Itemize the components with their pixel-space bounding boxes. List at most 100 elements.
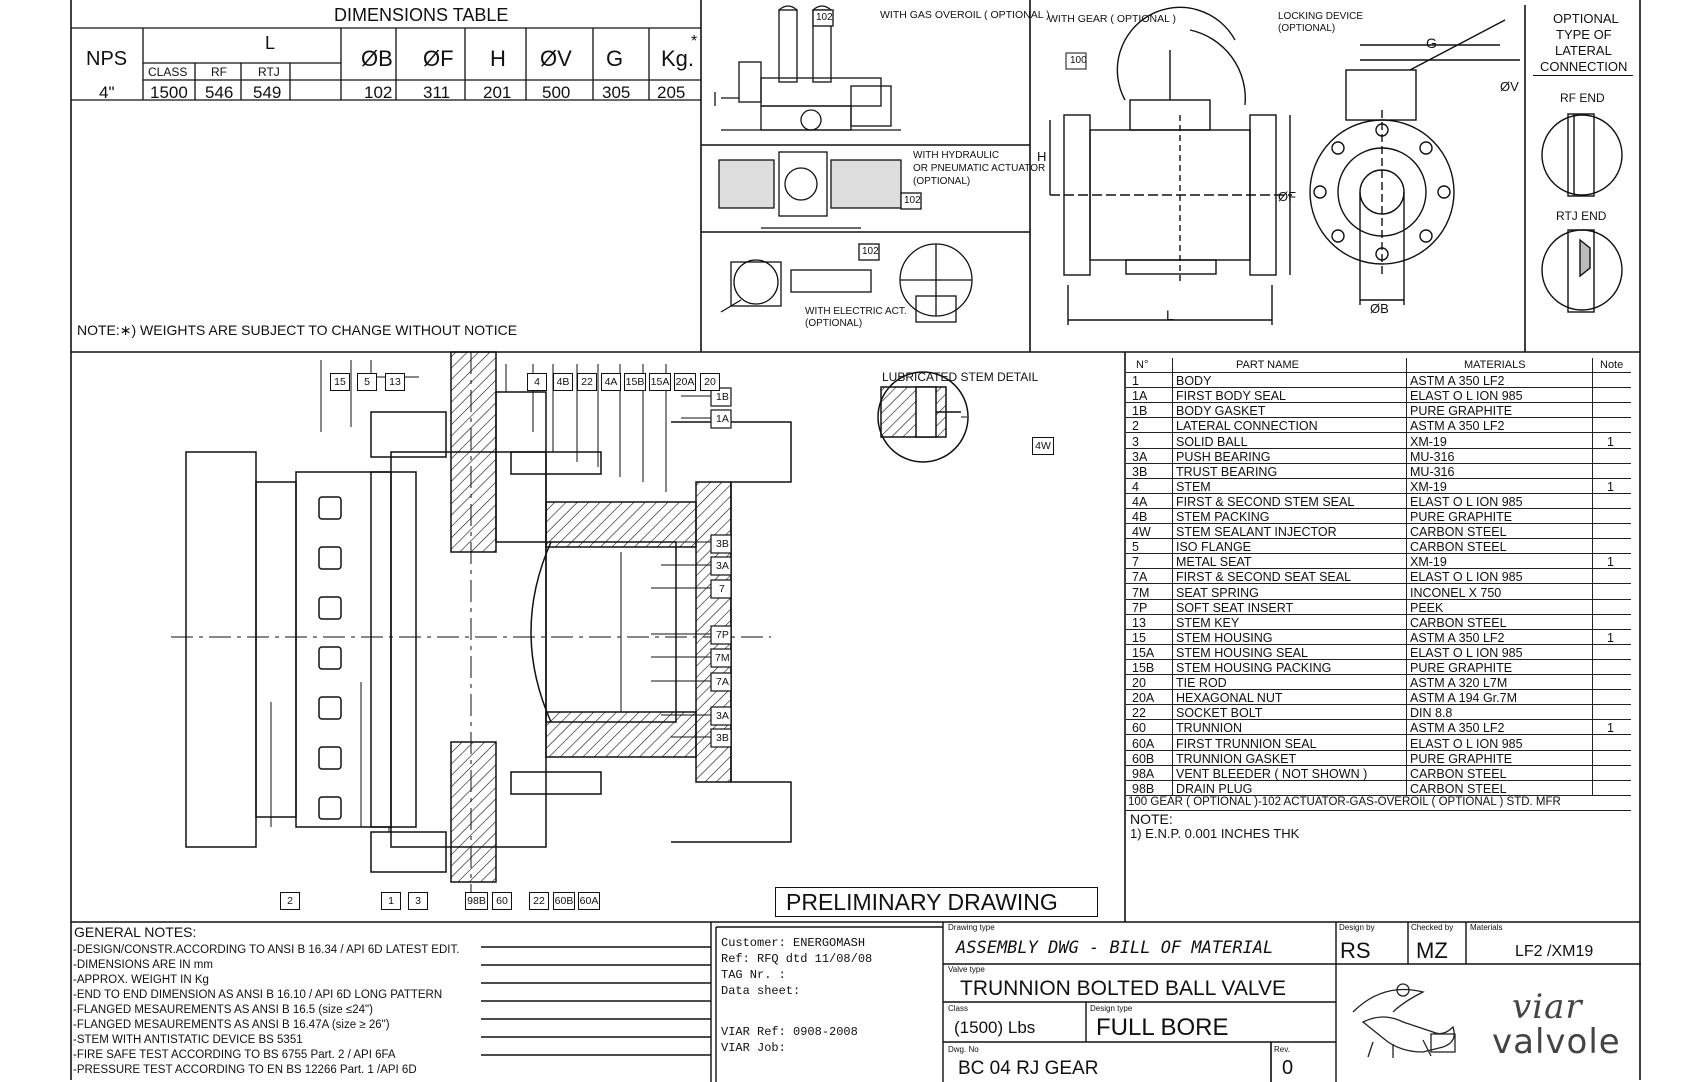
dim-value-g: 305: [602, 83, 631, 102]
bom-material: CARBON STEEL: [1410, 525, 1507, 540]
general-note-line: -FIRE SAFE TEST ACCORDING TO BS 6755 Par…: [73, 1049, 396, 1061]
section-tag-7a: 7A: [716, 676, 729, 688]
bom-part: ISO FLANGE: [1176, 540, 1252, 555]
bom-material: PEEK: [1410, 600, 1444, 615]
bom-no: 1B: [1132, 404, 1148, 419]
bom-part: DRAIN PLUG: [1176, 781, 1253, 796]
bom-no: 15: [1132, 630, 1146, 645]
bom-part: STEM HOUSING: [1176, 630, 1273, 645]
general-note-line: -FLANGED MESAUREMENTS AS ANSI B 16.5 (si…: [73, 1004, 373, 1016]
bom-no: 1A: [1132, 389, 1148, 404]
bom-no: 7P: [1132, 600, 1148, 615]
bom-no: 4A: [1132, 494, 1148, 509]
electric-label-2: (OPTIONAL): [805, 318, 863, 329]
bom-grid-v2: [1406, 358, 1407, 795]
bom-table: N° PART NAME MATERIALS Note 1 BODY ASTM A …: [1126, 358, 1631, 811]
bom-header-row: N° PART NAME MATERIALS Note: [1126, 358, 1631, 374]
dwg-no-label: Dwg. No: [948, 1045, 979, 1054]
lateral-title-4: CONNECTION: [1540, 59, 1628, 74]
lateral-title-1: OPTIONAL: [1553, 11, 1619, 26]
drawing-type-value: ASSEMBLY DWG - BILL OF MATERIAL: [956, 938, 1274, 958]
bom-material: ELAST O L ION 985: [1410, 645, 1523, 660]
rtj-end-label: RTJ END: [1556, 209, 1607, 223]
dim-value-f: 311: [423, 83, 451, 102]
dim-header-b: ØB: [361, 46, 393, 71]
bom-part: TRUNNION: [1176, 721, 1242, 736]
logo-top-text: viar: [1512, 987, 1583, 1027]
general-notes-title: GENERAL NOTES:: [74, 924, 197, 940]
section-tag-60b: 60B: [553, 892, 575, 910]
section-tag-15: 15: [330, 373, 350, 391]
dim-label-b: ØB: [1370, 301, 1389, 316]
gear-tag-100: 100: [1070, 55, 1087, 66]
dim-label-h: H: [1037, 149, 1047, 164]
bom-no: 20A: [1132, 691, 1155, 706]
viar-job: VIAR Job:: [721, 1041, 786, 1055]
bom-no: 13: [1132, 615, 1146, 630]
dim-value-v: 500: [542, 83, 571, 102]
general-note-line: -STEM WITH ANTISTATIC DEVICE BS 5351: [73, 1034, 303, 1046]
bom-no: 20: [1132, 676, 1146, 691]
valve-type-label: Valve type: [948, 965, 985, 974]
bom-no: 15A: [1132, 645, 1155, 660]
section-tag-15a: 15A: [649, 373, 671, 391]
bom-material: ELAST O L ION 985: [1410, 494, 1523, 509]
section-tag-5: 5: [357, 373, 377, 391]
bom-part: STEM HOUSING SEAL: [1176, 645, 1308, 660]
material-value: LF2 /XM19: [1515, 943, 1594, 960]
lateral-end-drawings: [1541, 113, 1623, 313]
bom-material: CARBON STEEL: [1410, 615, 1507, 630]
bom-grid-v1: [1172, 358, 1173, 795]
bom-no: 98B: [1132, 781, 1155, 796]
bom-part: FIRST TRUNNION SEAL: [1176, 736, 1317, 751]
section-tag-3a-lower: 3A: [716, 710, 729, 722]
bom-no: 15B: [1132, 661, 1155, 675]
with-gear-label: WITH GEAR ( OPTIONAL ): [1048, 13, 1176, 25]
dim-header-g: G: [606, 46, 624, 71]
bom-material: ASTM A 350 LF2: [1410, 721, 1505, 736]
customer-datasheet: Data sheet:: [721, 984, 801, 998]
section-tag-20: 20: [700, 373, 720, 391]
bom-part: HEXAGONAL NUT: [1176, 691, 1283, 706]
bom-part: LATERAL CONNECTION: [1176, 419, 1318, 434]
customer-name: Customer: ENERGOMASH: [721, 936, 866, 950]
bom-part: BODY: [1176, 374, 1212, 389]
bom-material: ASTM A 350 LF2: [1410, 419, 1505, 434]
dim-header-nps: NPS: [86, 48, 128, 70]
section-tag-3a: 3A: [716, 560, 729, 572]
customer-ref: Ref: RFQ dtd 11/08/08: [721, 952, 873, 966]
bom-part: FIRST & SECOND SEAT SEAL: [1176, 570, 1352, 585]
section-tag-22-bottom: 22: [529, 892, 549, 910]
dim-value-rf: 546: [205, 83, 234, 102]
bom-note: 1: [1607, 721, 1614, 736]
bom-footer: 100 GEAR ( OPTIONAL )-102 ACTUATOR-GAS-O…: [1128, 796, 1561, 808]
bom-material: CARBON STEEL: [1410, 540, 1507, 555]
dim-label-v: ØV: [1500, 79, 1519, 94]
bom-no: 22: [1132, 706, 1146, 721]
dim-label-l: L: [1166, 307, 1174, 323]
bom-material: CARBON STEEL: [1410, 781, 1507, 796]
bom-no: 60: [1132, 721, 1146, 736]
lateral-title-2: TYPE OF: [1556, 27, 1612, 42]
bom-no: 5: [1132, 540, 1139, 555]
rev-value: 0: [1282, 1057, 1294, 1079]
drawing-type-label: Drawing type: [948, 923, 995, 932]
bom-material: XM-19: [1410, 479, 1447, 494]
logo-bottom-text: valvole: [1492, 1022, 1621, 1062]
preliminary-drawing-label: PRELIMINARY DRAWING: [786, 889, 1058, 915]
bom-part: SOLID BALL: [1176, 434, 1248, 449]
rf-end-label: RF END: [1560, 91, 1605, 105]
bom-no: 60A: [1132, 736, 1155, 751]
bom-material: ELAST O L ION 985: [1410, 736, 1523, 751]
electric-label-1: WITH ELECTRIC ACT.: [805, 306, 907, 317]
title-block-grid: [481, 922, 1641, 1082]
